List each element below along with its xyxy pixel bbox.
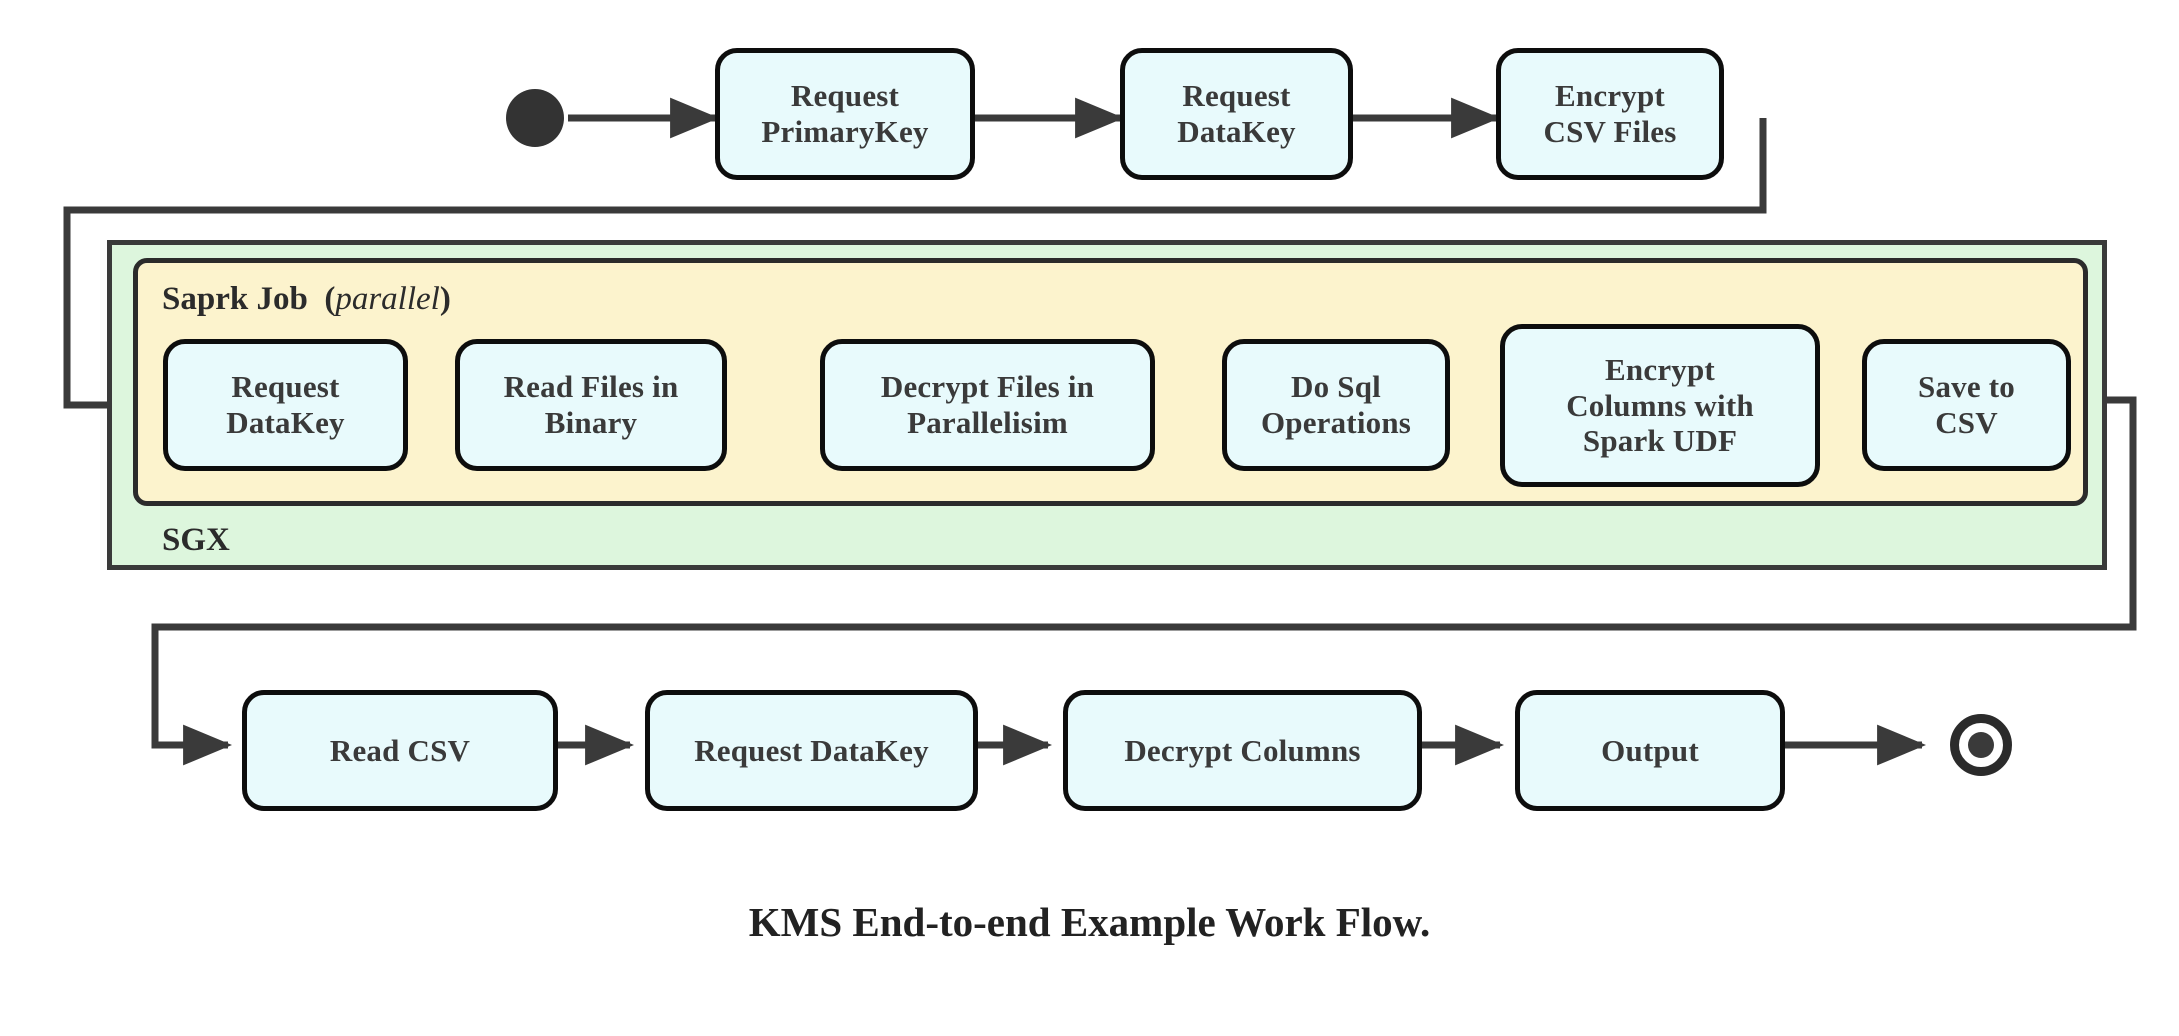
- node-line: Read Files in: [503, 369, 679, 405]
- node-line: Operations: [1260, 405, 1412, 440]
- node-decrypt-files-in-parallelisim[interactable]: Decrypt Files in Parallelisim: [820, 339, 1155, 471]
- node-line: CSV Files: [1543, 114, 1677, 149]
- node-line: Save to CSV: [1918, 369, 2015, 440]
- node-line: DataKey: [1177, 114, 1296, 149]
- node-save-to-csv[interactable]: Save to CSV: [1862, 339, 2071, 471]
- node-line: Request: [1182, 78, 1291, 114]
- node-request-datakey-top[interactable]: Request DataKey: [1120, 48, 1353, 180]
- node-encrypt-columns-with-spark-udf[interactable]: Encrypt Columns with Spark UDF: [1500, 324, 1820, 487]
- node-line: Columns with: [1566, 387, 1754, 423]
- node-line: Request: [231, 369, 340, 405]
- node-line: Output: [1601, 732, 1699, 768]
- spark-job-label: Saprk Job (parallel): [162, 281, 451, 318]
- spark-job-title: Saprk Job: [162, 281, 308, 317]
- node-do-sql-operations[interactable]: Do Sql Operations: [1222, 339, 1450, 471]
- node-request-primarykey[interactable]: Request PrimaryKey: [715, 48, 975, 180]
- start-node: [506, 89, 564, 147]
- spark-modifier: parallel: [335, 281, 440, 317]
- node-decrypt-columns[interactable]: Decrypt Columns: [1063, 690, 1422, 811]
- node-line: Request DataKey: [694, 732, 929, 768]
- node-line: Encrypt: [1605, 351, 1715, 387]
- node-line: Spark UDF: [1582, 423, 1738, 459]
- node-request-datakey-spark[interactable]: Request DataKey: [163, 339, 408, 471]
- sgx-label: SGX: [162, 522, 230, 558]
- node-line: Read CSV: [329, 732, 471, 768]
- node-line: Parallelisim: [907, 405, 1068, 440]
- node-line: Do Sql: [1291, 369, 1381, 405]
- node-line: Decrypt Files in: [880, 369, 1095, 405]
- node-read-csv[interactable]: Read CSV: [242, 690, 558, 811]
- node-read-files-in-binary[interactable]: Read Files in Binary: [455, 339, 727, 471]
- node-request-datakey-bottom[interactable]: Request DataKey: [645, 690, 978, 811]
- node-line: Request: [790, 78, 900, 114]
- spark-modifier-close: ): [439, 281, 451, 317]
- diagram-caption: KMS End-to-end Example Work Flow.: [748, 899, 1431, 945]
- node-line: Binary: [544, 405, 638, 440]
- node-line: Decrypt Columns: [1124, 732, 1361, 768]
- node-line: PrimaryKey: [761, 114, 929, 149]
- node-line: Encrypt: [1555, 78, 1665, 114]
- end-node: [1950, 714, 2012, 776]
- spark-modifier-open: (: [324, 281, 336, 317]
- node-output[interactable]: Output: [1515, 690, 1785, 811]
- node-encrypt-csv-files[interactable]: Encrypt CSV Files: [1496, 48, 1724, 180]
- node-line: DataKey: [226, 405, 345, 440]
